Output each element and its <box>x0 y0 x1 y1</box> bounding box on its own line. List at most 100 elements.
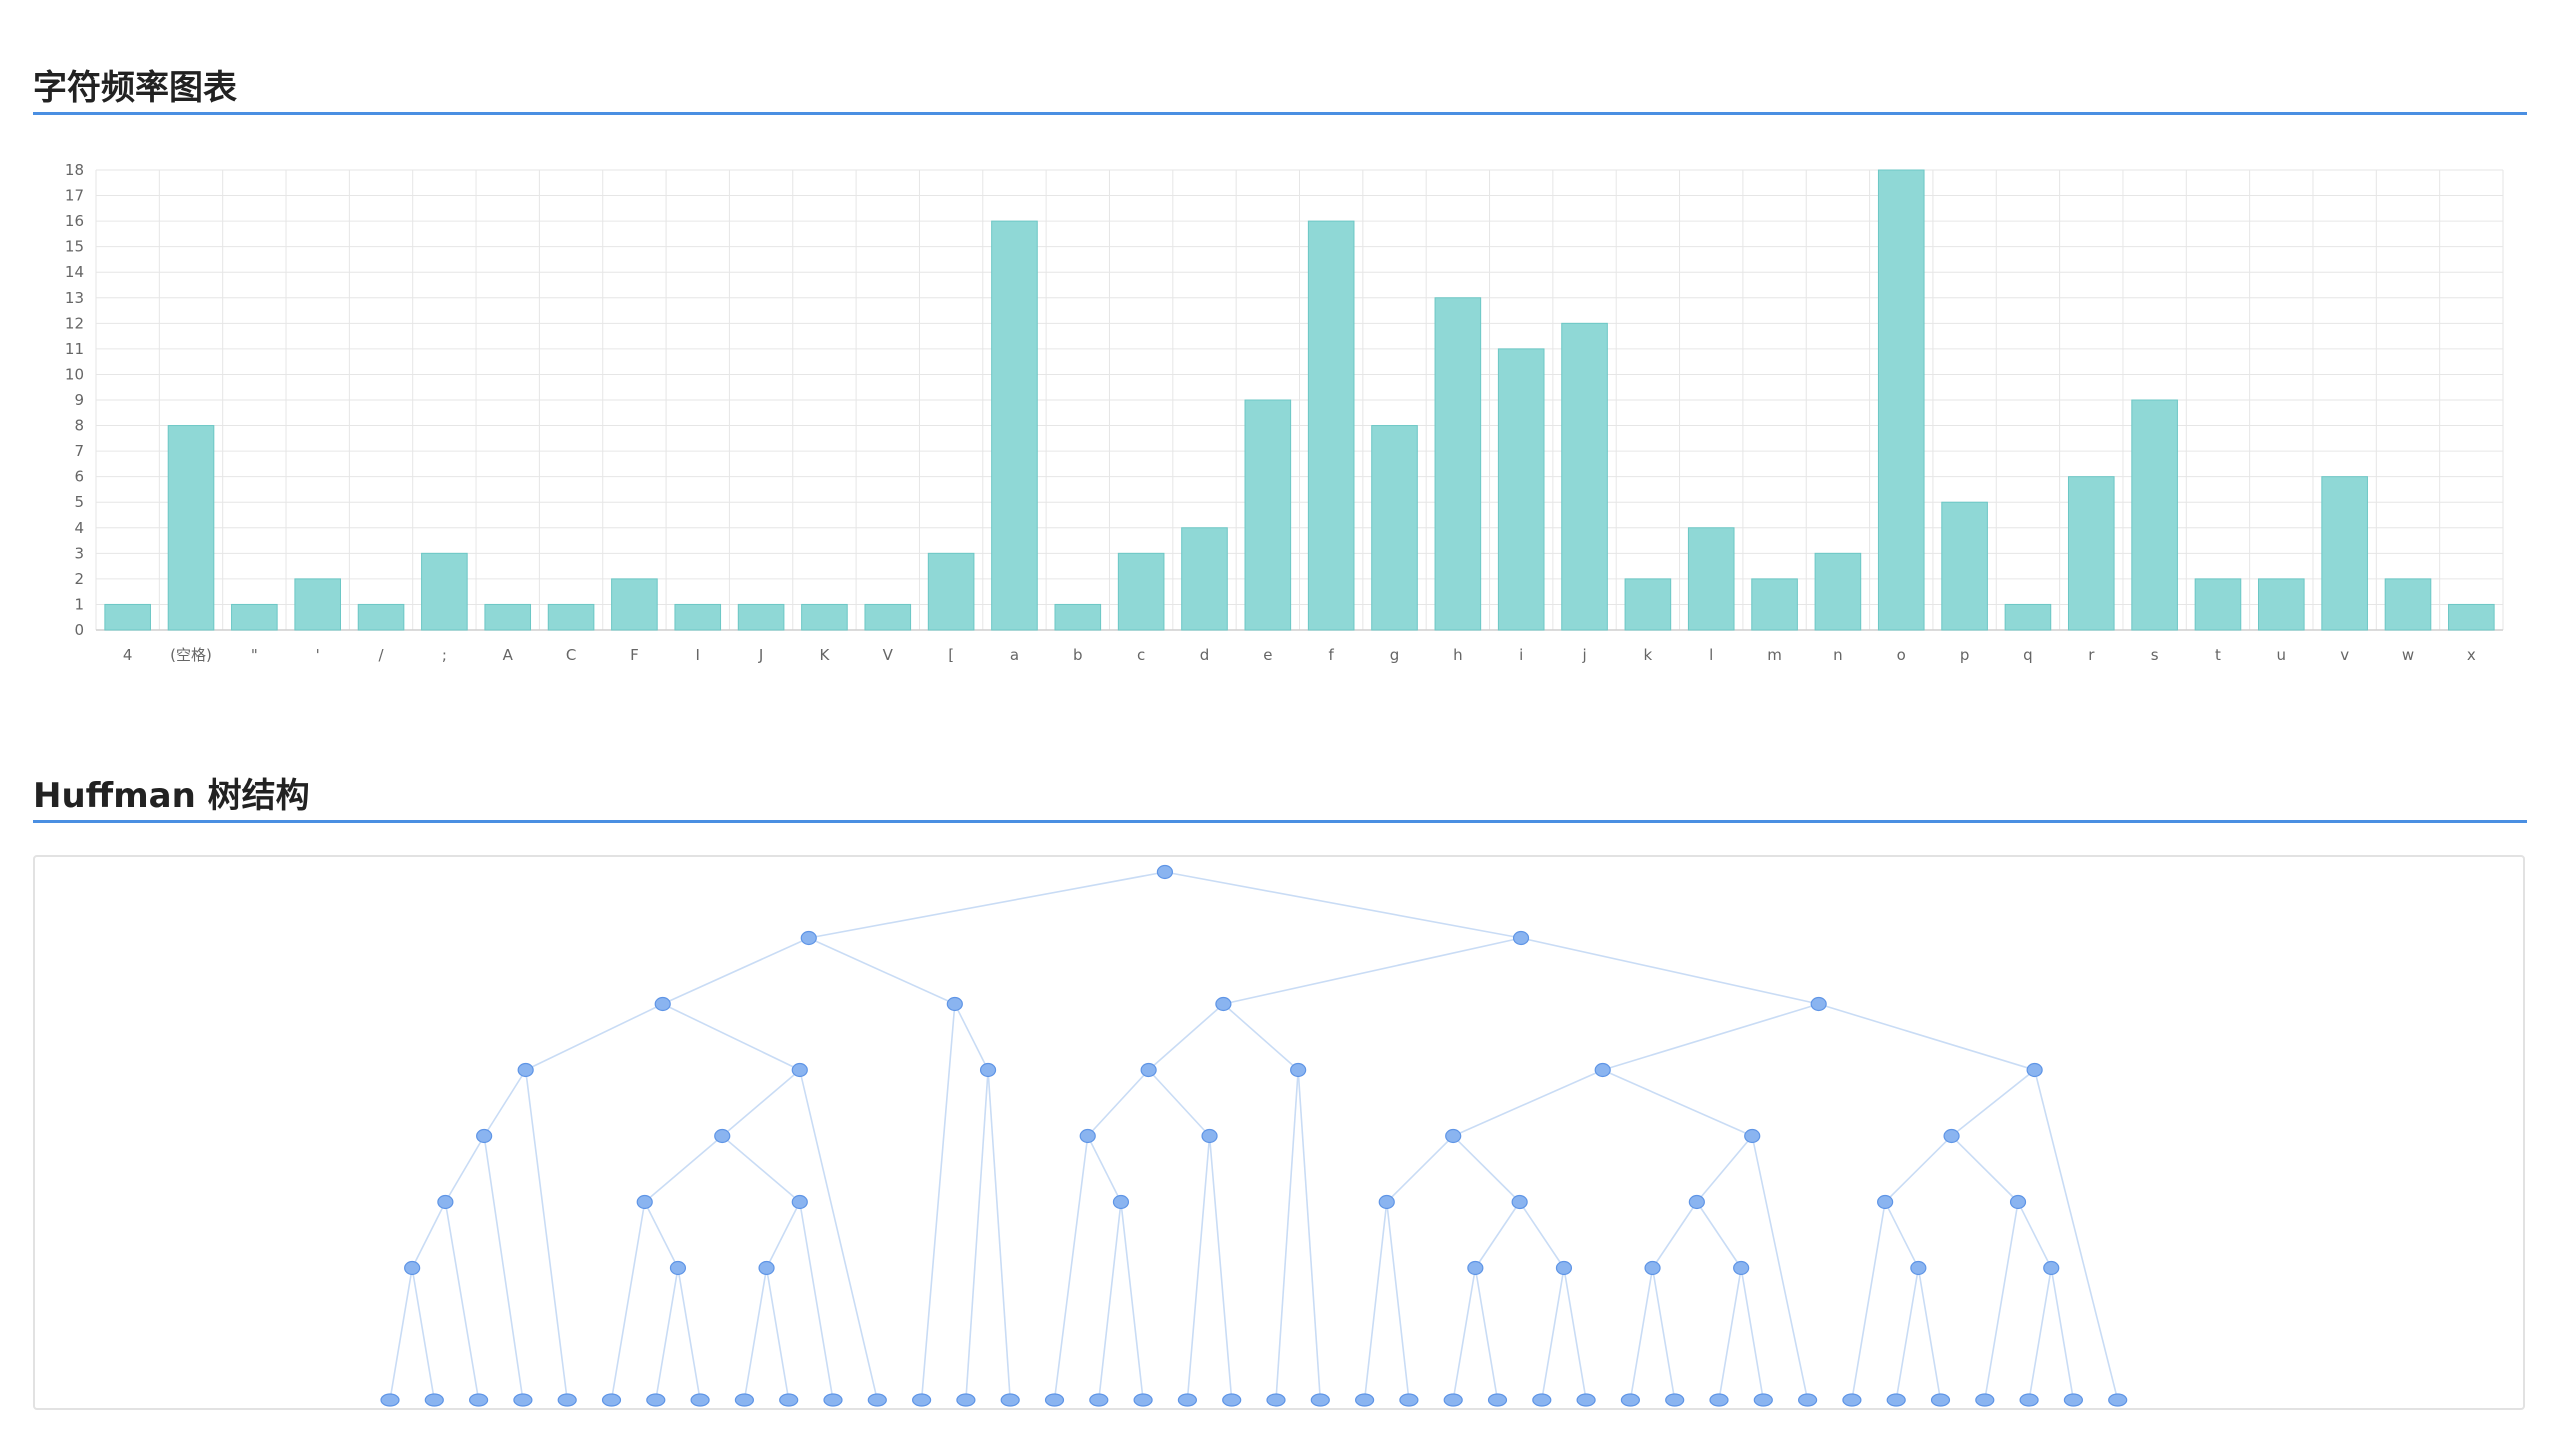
tree-leaf-node[interactable] <box>1044 1393 1065 1407</box>
tree-internal-node[interactable] <box>1512 930 1530 946</box>
bar[interactable] <box>1244 399 1292 631</box>
tree-leaf-node[interactable] <box>1532 1393 1552 1407</box>
bar[interactable] <box>1307 220 1355 631</box>
tree-leaf-node[interactable] <box>1930 1393 1951 1407</box>
tree-leaf-node[interactable] <box>1753 1393 1773 1407</box>
tree-internal-node[interactable] <box>1688 1194 1705 1210</box>
tree-leaf-node[interactable] <box>1000 1393 1020 1407</box>
bar[interactable] <box>167 425 215 631</box>
tree-leaf-node[interactable] <box>1222 1393 1242 1407</box>
tree-leaf-node[interactable] <box>601 1393 622 1407</box>
tree-internal-node[interactable] <box>791 1062 808 1078</box>
tree-leaf-node[interactable] <box>1133 1393 1153 1407</box>
bar[interactable] <box>1371 425 1418 631</box>
tree-internal-node[interactable] <box>791 1194 808 1210</box>
bar[interactable] <box>2321 476 2368 631</box>
tree-internal-node[interactable] <box>669 1260 687 1276</box>
bar[interactable] <box>1751 578 1798 631</box>
tree-internal-node[interactable] <box>404 1260 421 1276</box>
tree-internal-node[interactable] <box>636 1194 653 1210</box>
bar[interactable] <box>357 603 405 631</box>
bar[interactable] <box>674 603 722 631</box>
tree-leaf-node[interactable] <box>1487 1393 1508 1407</box>
tree-leaf-node[interactable] <box>1665 1393 1685 1407</box>
tree-leaf-node[interactable] <box>380 1393 400 1407</box>
tree-internal-node[interactable] <box>1112 1194 1130 1210</box>
tree-leaf-node[interactable] <box>867 1393 887 1407</box>
tree-leaf-node[interactable] <box>690 1393 710 1407</box>
tree-internal-node[interactable] <box>1445 1128 1462 1144</box>
tree-internal-node[interactable] <box>1555 1260 1573 1276</box>
tree-internal-node[interactable] <box>1511 1194 1528 1210</box>
bar[interactable] <box>1814 552 1862 631</box>
tree-leaf-node[interactable] <box>1842 1393 1862 1407</box>
tree-internal-node[interactable] <box>1467 1260 1484 1276</box>
tree-internal-node[interactable] <box>2043 1260 2060 1276</box>
bar[interactable] <box>2004 603 2052 631</box>
tree-internal-node[interactable] <box>1079 1128 1096 1144</box>
tree-leaf-node[interactable] <box>1310 1393 1330 1407</box>
bar[interactable] <box>484 603 532 631</box>
tree-internal-node[interactable] <box>1810 996 1827 1012</box>
bar[interactable] <box>1181 527 1228 631</box>
bar[interactable] <box>2448 603 2495 631</box>
bar[interactable] <box>294 578 342 631</box>
bar[interactable] <box>1497 348 1545 631</box>
bar[interactable] <box>104 603 151 631</box>
tree-internal-node[interactable] <box>1744 1128 1761 1144</box>
tree-leaf-node[interactable] <box>1975 1393 1995 1407</box>
tree-internal-node[interactable] <box>437 1194 454 1210</box>
tree-leaf-node[interactable] <box>823 1393 843 1407</box>
tree-leaf-node[interactable] <box>1354 1393 1375 1407</box>
tree-leaf-node[interactable] <box>424 1393 444 1407</box>
tree-internal-node[interactable] <box>1378 1194 1395 1210</box>
tree-internal-node[interactable] <box>800 930 817 946</box>
bar[interactable] <box>1561 322 1608 631</box>
tree-leaf-node[interactable] <box>2108 1393 2128 1407</box>
tree-leaf-node[interactable] <box>1886 1393 1906 1407</box>
tree-leaf-node[interactable] <box>557 1393 577 1407</box>
bar[interactable] <box>991 220 1038 631</box>
tree-internal-node[interactable] <box>1644 1260 1661 1276</box>
bar[interactable] <box>737 603 785 631</box>
tree-internal-node[interactable] <box>1215 996 1232 1012</box>
tree-internal-node[interactable] <box>1877 1194 1894 1210</box>
tree-leaf-node[interactable] <box>646 1393 666 1407</box>
tree-internal-node[interactable] <box>1140 1062 1157 1078</box>
tree-internal-node[interactable] <box>1156 864 1174 880</box>
bar[interactable] <box>864 603 912 631</box>
bar[interactable] <box>2384 578 2432 631</box>
tree-leaf-node[interactable] <box>469 1393 489 1407</box>
bar[interactable] <box>1941 501 1988 631</box>
tree-leaf-node[interactable] <box>1576 1393 1596 1407</box>
tree-leaf-node[interactable] <box>1089 1393 1109 1407</box>
tree-internal-node[interactable] <box>1943 1128 1960 1144</box>
tree-internal-node[interactable] <box>1733 1260 1750 1276</box>
tree-internal-node[interactable] <box>979 1062 997 1078</box>
tree-internal-node[interactable] <box>1201 1128 1218 1144</box>
bar[interactable] <box>421 552 468 631</box>
tree-leaf-node[interactable] <box>1797 1393 1818 1407</box>
tree-leaf-node[interactable] <box>1443 1393 1463 1407</box>
tree-leaf-node[interactable] <box>1620 1393 1641 1407</box>
tree-leaf-node[interactable] <box>2063 1393 2084 1407</box>
bar[interactable] <box>1687 527 1735 631</box>
tree-internal-node[interactable] <box>2026 1062 2043 1078</box>
bar[interactable] <box>2194 578 2242 631</box>
tree-leaf-node[interactable] <box>956 1393 976 1407</box>
tree-internal-node[interactable] <box>654 996 671 1012</box>
tree-leaf-node[interactable] <box>1266 1393 1286 1407</box>
bar[interactable] <box>1877 169 1925 631</box>
bar[interactable] <box>1054 603 1102 631</box>
bar[interactable] <box>1117 552 1165 631</box>
tree-leaf-node[interactable] <box>734 1393 755 1407</box>
bar[interactable] <box>1624 578 1672 631</box>
tree-leaf-node[interactable] <box>1399 1393 1419 1407</box>
tree-internal-node[interactable] <box>1290 1062 1307 1078</box>
tree-leaf-node[interactable] <box>513 1393 533 1407</box>
tree-internal-node[interactable] <box>714 1128 731 1144</box>
tree-leaf-node[interactable] <box>2019 1393 2039 1407</box>
bar[interactable] <box>231 603 278 631</box>
tree-internal-node[interactable] <box>476 1128 493 1144</box>
bar[interactable] <box>2131 399 2178 631</box>
